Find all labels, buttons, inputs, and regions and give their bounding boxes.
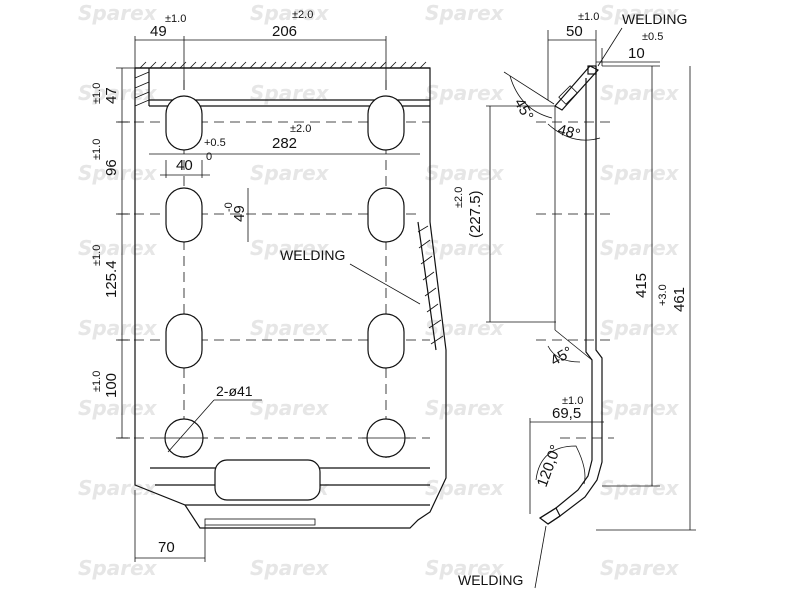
dim-96-tolerance: ±1.0 [91, 139, 103, 160]
hole-spec-label: 2-ø41 [216, 383, 253, 399]
left-hatch [134, 68, 150, 107]
welding-label: WELDING [458, 572, 523, 588]
angle-arc [547, 123, 601, 141]
dim-47: 47 [103, 87, 120, 104]
watermark: Sparex [600, 161, 680, 185]
angle-arc [509, 75, 553, 119]
angle-120: 120,0° [534, 443, 565, 490]
watermark: Sparex [250, 81, 330, 105]
watermark: Sparex [250, 396, 330, 420]
watermark: Sparex [425, 556, 505, 580]
watermark: Sparex [425, 396, 505, 420]
weld-point [538, 507, 561, 525]
slot-hole [165, 313, 203, 369]
dim-461-tolerance: +3.0 [657, 284, 669, 306]
watermark: Sparex [250, 161, 330, 185]
dim-10: 10 [628, 45, 645, 62]
slot-hole [165, 187, 203, 243]
leader-line [167, 399, 215, 453]
dim-227-tolerance: ±2.0 [453, 187, 465, 208]
dim-96: 96 [103, 159, 120, 176]
watermark: Sparex [78, 476, 158, 500]
dim-282-tolerance: ±2.0 [290, 123, 311, 135]
dim-227: (227.5) [467, 190, 484, 238]
dim-282: 282 [272, 135, 297, 152]
watermark: Sparex [78, 236, 158, 260]
angle-45-top: 45° [511, 96, 537, 124]
dim-461: 461 [671, 287, 688, 312]
dim-125-tolerance: ±1.0 [91, 245, 103, 266]
dim-415: 415 [633, 273, 650, 298]
watermark-layer: Sparex Sparex Sparex Sparex Sparex Spare… [78, 1, 680, 580]
dim-100-tolerance: ±1.0 [91, 371, 103, 392]
watermark: Sparex [600, 81, 680, 105]
slot-hole [165, 95, 203, 151]
dim-206-tolerance: ±2.0 [292, 9, 313, 21]
watermark: Sparex [425, 316, 505, 340]
angle-arc [535, 445, 586, 485]
dim-100: 100 [103, 373, 120, 398]
watermark: Sparex [425, 161, 505, 185]
welding-label: WELDING [622, 11, 687, 27]
plate-outline [134, 67, 447, 529]
watermark: Sparex [600, 556, 680, 580]
front-view: ±1.0 49 ±2.0 206 ±2.0 282 40 +0.5 0 49 -… [91, 9, 447, 562]
watermark: Sparex [425, 476, 505, 500]
watermark: Sparex [78, 1, 158, 25]
watermark: Sparex [425, 81, 505, 105]
watermark: Sparex [600, 1, 680, 25]
slot-hole [367, 95, 405, 151]
weld-point [587, 65, 597, 75]
watermark: Sparex [250, 1, 330, 25]
dim-49-slot-tolerance: -0 [223, 202, 235, 212]
dim-47-tolerance: ±1.0 [91, 83, 103, 104]
watermark: Sparex [425, 236, 505, 260]
bottom-tab [204, 518, 316, 526]
watermark: Sparex [78, 161, 158, 185]
dim-49-slot: 49 [231, 205, 248, 222]
dim-10-tolerance: ±0.5 [642, 31, 663, 43]
bottom-slot [214, 459, 321, 501]
watermark: Sparex [78, 556, 158, 580]
dim-69: 69,5 [552, 405, 581, 422]
watermark: Sparex [78, 396, 158, 420]
leader-line [597, 27, 623, 67]
leader-line [349, 263, 421, 305]
dim-70: 70 [158, 539, 175, 556]
welding-label: WELDING [280, 247, 345, 263]
side-profile [547, 66, 603, 525]
watermark: Sparex [425, 1, 505, 25]
slot-hole [367, 187, 405, 243]
dim-49-tolerance: ±1.0 [165, 13, 186, 25]
slot-hole [367, 313, 405, 369]
watermark: Sparex [78, 316, 158, 340]
angle-45-bottom: 45° [548, 343, 576, 369]
dim-69-tolerance: ±1.0 [562, 395, 583, 407]
dim-206: 206 [272, 23, 297, 40]
dim-40: 40 [176, 157, 193, 174]
dim-40-tolerance-zero: 0 [206, 151, 212, 163]
watermark: Sparex [600, 396, 680, 420]
dim-50: 50 [566, 23, 583, 40]
weld-marker [558, 85, 578, 105]
dim-50-tolerance: ±1.0 [578, 11, 599, 23]
watermark: Sparex [78, 81, 158, 105]
angle-48: 48° [556, 121, 582, 143]
angle-arc [547, 345, 581, 363]
watermark: Sparex [600, 476, 680, 500]
right-weld-hatch [417, 221, 444, 351]
watermark: Sparex [250, 316, 330, 340]
leader-line [534, 525, 547, 589]
watermark: Sparex [600, 316, 680, 340]
watermark: Sparex [250, 556, 330, 580]
watermark: Sparex [600, 236, 680, 260]
top-fold [554, 65, 599, 111]
side-profile-inner [539, 78, 593, 519]
top-hatch [139, 61, 427, 69]
dim-125: 125.4 [103, 260, 120, 298]
dim-49: 49 [150, 23, 167, 40]
watermark: Sparex [250, 236, 330, 260]
dim-40-tolerance-plus: +0.5 [204, 137, 226, 149]
